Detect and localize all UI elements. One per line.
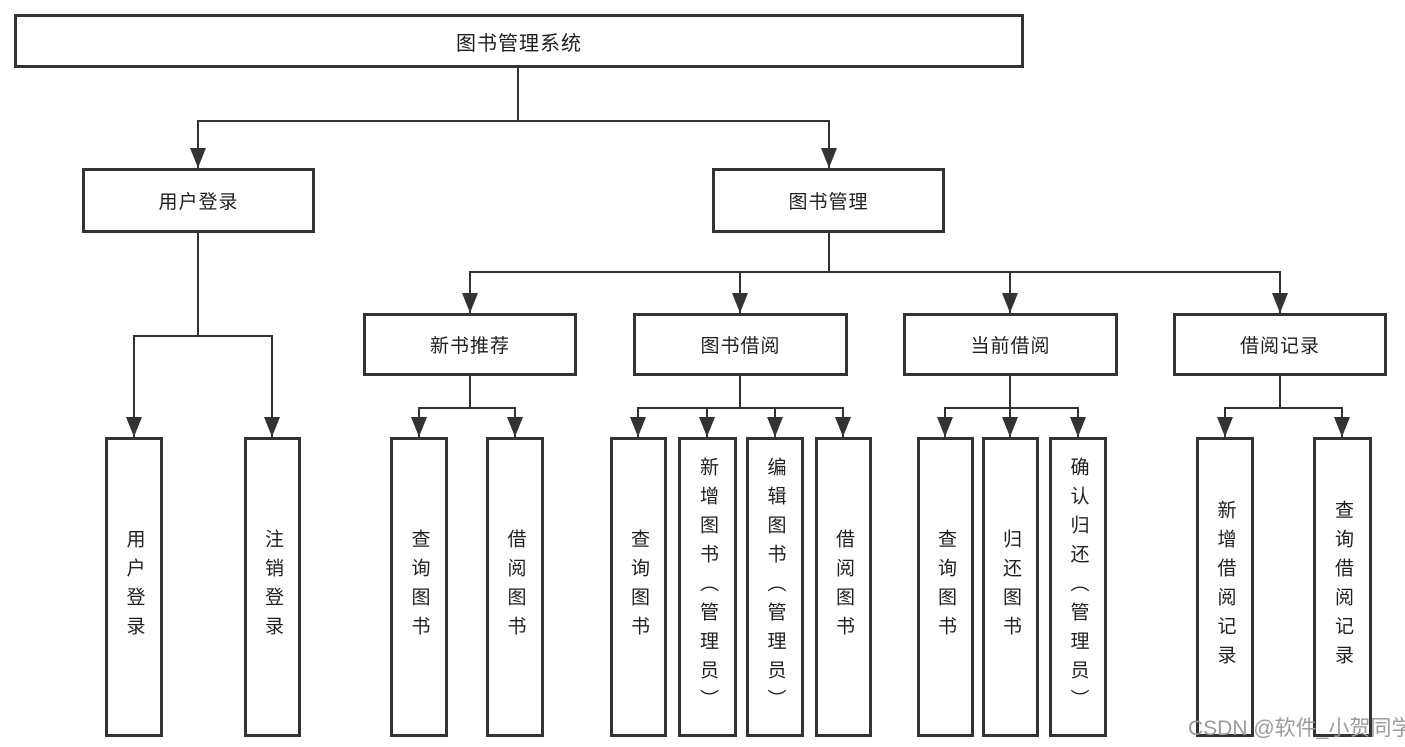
- leaf-node-return-books: 归还图书: [982, 437, 1039, 737]
- leaf-node-add-books-admin: 新增图书（管理员）: [678, 437, 737, 737]
- arrow-down-icon: [1002, 417, 1018, 437]
- leaf-node-logout: 注销登录: [244, 437, 301, 737]
- arrow-down-icon: [411, 417, 427, 437]
- arrow-down-icon: [821, 148, 837, 168]
- leaf-label: 确认归还（管理员）: [1067, 456, 1089, 718]
- leaf-label: 用户登录: [123, 529, 145, 645]
- arrow-down-icon: [1002, 293, 1018, 313]
- leaf-node-borrow-books-1: 借阅图书: [486, 437, 544, 737]
- node-book-borrow-label: 图书借阅: [700, 336, 781, 357]
- leaf-label: 查询图书: [408, 529, 430, 645]
- arrow-down-icon: [1334, 417, 1350, 437]
- arrow-down-icon: [462, 293, 478, 313]
- leaf-node-edit-books-admin: 编辑图书（管理员）: [746, 437, 804, 737]
- connector-user-login-stem: [197, 233, 199, 337]
- leaf-node-borrow-books-2: 借阅图书: [815, 437, 872, 737]
- leaf-label: 注销登录: [262, 529, 283, 645]
- leaf-node-user-login: 用户登录: [105, 437, 163, 737]
- connector-current-borrow-stem: [1009, 376, 1011, 409]
- connector-new-book-branch: [418, 407, 516, 409]
- arrow-down-icon: [1070, 417, 1086, 437]
- leaf-label: 借阅图书: [504, 529, 526, 645]
- arrow-down-icon: [507, 417, 523, 437]
- arrow-down-icon: [835, 417, 851, 437]
- node-borrow-records: 借阅记录: [1173, 313, 1387, 376]
- node-root: 图书管理系统: [14, 14, 1024, 68]
- arrow-down-icon: [190, 148, 206, 168]
- node-book-management: 图书管理: [712, 168, 945, 233]
- node-new-book-recommend-label: 新书推荐: [429, 336, 510, 357]
- connector-book-management-branch: [469, 271, 1281, 273]
- arrow-down-icon: [126, 417, 142, 437]
- leaf-node-query-borrow-record: 查询借阅记录: [1313, 437, 1372, 737]
- connector-root-stem: [517, 68, 519, 122]
- connector-to-leaf: [271, 335, 273, 437]
- node-user-login-label: 用户登录: [158, 192, 239, 213]
- leaf-node-add-borrow-record: 新增借阅记录: [1196, 437, 1254, 737]
- node-book-management-label: 图书管理: [788, 192, 869, 213]
- connector-to-leaf: [133, 335, 135, 437]
- arrow-down-icon: [1272, 293, 1288, 313]
- connector-book-management-stem: [828, 233, 830, 273]
- arrow-down-icon: [1217, 417, 1233, 437]
- connector-root-to-user-login: [197, 120, 199, 168]
- leaf-label: 编辑图书（管理员）: [764, 456, 786, 718]
- node-current-borrow-label: 当前借阅: [970, 336, 1051, 357]
- connector-to-level3: [469, 271, 471, 313]
- arrow-down-icon: [937, 417, 953, 437]
- connector-to-level3: [1279, 271, 1281, 313]
- arrow-down-icon: [699, 417, 715, 437]
- leaf-node-confirm-return-admin: 确认归还（管理员）: [1049, 437, 1107, 737]
- leaf-label: 新增借阅记录: [1214, 500, 1236, 674]
- connector-new-book-stem: [469, 376, 471, 409]
- leaf-label: 查询借阅记录: [1332, 500, 1353, 674]
- arrow-down-icon: [264, 417, 280, 437]
- leaf-label: 归还图书: [1000, 529, 1021, 645]
- arrow-down-icon: [767, 417, 783, 437]
- leaf-node-query-books-3: 查询图书: [917, 437, 974, 737]
- connector-borrow-records-stem: [1279, 376, 1281, 409]
- leaf-node-query-books-1: 查询图书: [390, 437, 448, 737]
- connector-current-borrow-branch: [944, 407, 1079, 409]
- leaf-label: 查询图书: [628, 529, 649, 645]
- leaf-node-query-books-2: 查询图书: [610, 437, 667, 737]
- connector-to-level3: [739, 271, 741, 313]
- connector-borrow-records-branch: [1224, 407, 1343, 409]
- leaf-label: 查询图书: [935, 529, 956, 645]
- connector-root-branch: [197, 120, 830, 122]
- connector-book-borrow-branch: [637, 407, 844, 409]
- leaf-label: 借阅图书: [833, 529, 854, 645]
- leaf-label: 新增图书（管理员）: [697, 456, 718, 718]
- node-user-login: 用户登录: [82, 168, 315, 233]
- connector-to-level3: [1009, 271, 1011, 313]
- connector-root-to-book-management: [828, 120, 830, 168]
- node-borrow-records-label: 借阅记录: [1239, 336, 1320, 357]
- node-root-label: 图书管理系统: [456, 32, 582, 55]
- arrow-down-icon: [630, 417, 646, 437]
- watermark: CSDN @软件_小贺同学: [1188, 717, 1405, 740]
- node-current-borrow: 当前借阅: [903, 313, 1118, 376]
- node-new-book-recommend: 新书推荐: [363, 313, 577, 376]
- connector-user-login-branch: [133, 335, 273, 337]
- arrow-down-icon: [732, 293, 748, 313]
- connector-book-borrow-stem: [739, 376, 741, 409]
- node-book-borrow: 图书借阅: [633, 313, 848, 376]
